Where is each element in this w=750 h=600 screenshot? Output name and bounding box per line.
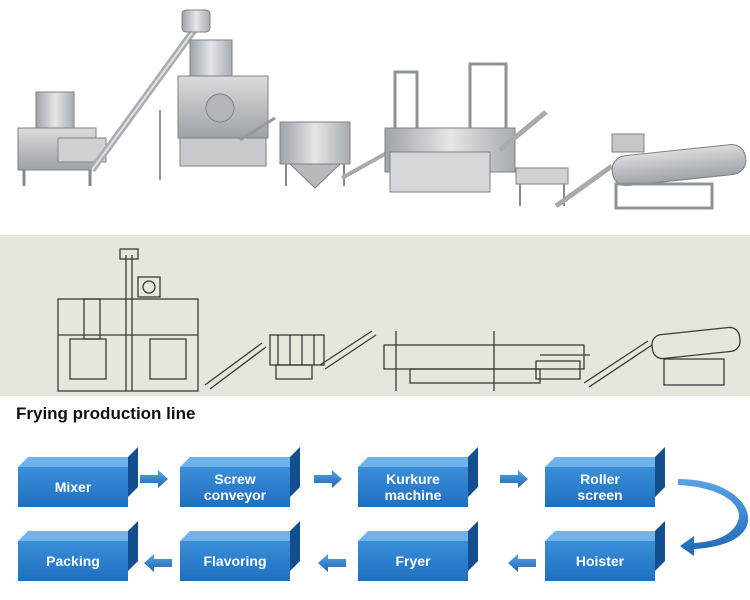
step-label: Fryer <box>395 553 431 569</box>
flavoring-machine <box>611 133 747 210</box>
step-label: Hoister <box>575 553 625 569</box>
step-box-fryer: Fryer <box>358 521 478 581</box>
hoister-machine <box>515 163 614 209</box>
step-label: Screw conveyor <box>203 471 267 503</box>
arrow-right-3 <box>500 470 528 488</box>
flow-arrows <box>140 470 749 572</box>
screw-conveyor-machine <box>89 9 211 180</box>
diagram-title: Frying production line <box>16 404 196 423</box>
arrow-right-1 <box>140 470 168 488</box>
machinery-illustration <box>17 9 747 210</box>
line-drawing-illustration <box>57 248 741 392</box>
process-flow: Mixer Screw conveyor Kurkure machine Rol… <box>0 445 750 600</box>
step-label: Kurkure machine <box>384 471 442 503</box>
step-box-roller-screen: Roller screen <box>545 447 665 507</box>
arrow-left-1 <box>508 554 536 572</box>
arrow-curve-down <box>678 479 749 556</box>
production-line-drawing <box>0 235 750 396</box>
arrow-right-2 <box>314 470 342 488</box>
step-label: Roller screen <box>577 471 623 503</box>
step-box-flavoring: Flavoring <box>180 521 300 581</box>
step-box-mixer: Mixer <box>18 447 138 507</box>
production-line-photo <box>0 0 750 232</box>
mixer-machine <box>17 91 107 186</box>
arrow-left-2 <box>318 554 346 572</box>
step-box-packing: Packing <box>18 521 138 581</box>
kurkure-extruder-machine <box>177 39 276 167</box>
arrow-left-3 <box>144 554 172 572</box>
roller-screen-machine <box>279 121 393 189</box>
step-box-hoister: Hoister <box>545 521 665 581</box>
fryer-machine <box>384 62 548 193</box>
step-box-screw-conveyor: Screw conveyor <box>180 447 300 507</box>
step-label: Packing <box>46 553 100 569</box>
step-label: Flavoring <box>203 553 267 569</box>
step-label: Mixer <box>54 479 92 495</box>
step-box-kurkure-machine: Kurkure machine <box>358 447 478 507</box>
